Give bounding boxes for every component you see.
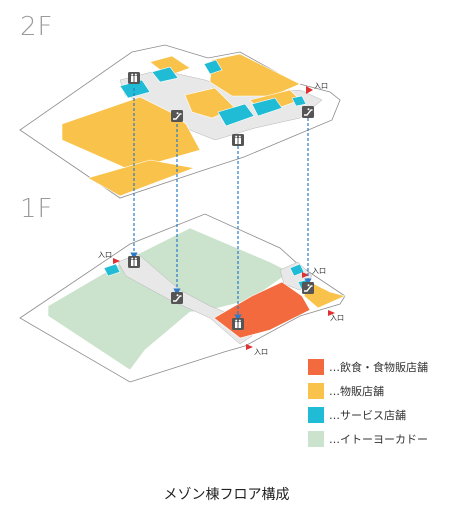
escalator-icon xyxy=(171,292,183,304)
store-retail-2f-west xyxy=(61,96,201,171)
entrance-1f-northeast: 入口 xyxy=(302,267,326,278)
floor-map: 入口 入口 入口 入口 入口 xyxy=(19,44,346,383)
legend-item-retail: …物販店舗 xyxy=(308,380,428,402)
entrance-label-1f-south: 入口 xyxy=(254,348,268,356)
store-retail-2f-southwest xyxy=(87,159,196,197)
floor-label-2f: 2F xyxy=(20,12,54,42)
entrance-2f: 入口 xyxy=(306,82,328,94)
elevator-icon xyxy=(232,134,244,146)
store-service-2f-b xyxy=(151,66,179,83)
store-service-2f-e xyxy=(251,97,283,117)
legend-label-service: …サービス店舗 xyxy=(329,409,406,422)
store-service-2f-f xyxy=(291,95,307,107)
entrance-label-1f-northeast: 入口 xyxy=(312,267,326,275)
legend-label-itoyokado: …イトーヨーカドー xyxy=(329,433,428,446)
escalator-icon xyxy=(302,106,314,118)
entrance-label-1f-east: 入口 xyxy=(330,314,344,322)
legend-swatch-food xyxy=(308,359,324,375)
legend-item-itoyokado: …イトーヨーカドー xyxy=(308,428,428,450)
entrance-label-2f: 入口 xyxy=(314,82,328,90)
escalator-icon xyxy=(302,282,314,294)
store-retail-2f-northeast xyxy=(209,53,301,97)
map-caption: メゾン棟フロア構成 xyxy=(163,487,290,503)
store-service-2f-d xyxy=(217,103,255,127)
entrance-1f-east: 入口 xyxy=(328,310,344,322)
legend-swatch-retail xyxy=(308,383,324,399)
floor-label-1f: 1F xyxy=(20,194,54,224)
elevator-icon xyxy=(128,256,140,268)
store-service-2f-c xyxy=(203,59,223,75)
entrance-1f-south: 入口 xyxy=(246,344,268,356)
elevator-icon xyxy=(232,318,244,330)
legend-label-food: …飲食・食物販店舗 xyxy=(329,361,428,374)
store-service-1f-a xyxy=(103,263,121,277)
entrance-1f-west: 入口 xyxy=(98,251,120,264)
entrance-label-1f-west: 入口 xyxy=(98,251,112,259)
elevator-icon xyxy=(128,72,140,84)
legend-swatch-itoyokado xyxy=(308,431,324,447)
escalator-icon xyxy=(171,110,183,122)
legend-item-service: …サービス店舗 xyxy=(308,404,428,426)
store-service-1f-b xyxy=(289,263,305,277)
legend-label-retail: …物販店舗 xyxy=(329,385,384,398)
legend: …飲食・食物販店舗 …物販店舗 …サービス店舗 …イトーヨーカドー xyxy=(308,356,428,452)
legend-swatch-service xyxy=(308,407,324,423)
vertical-connectors xyxy=(130,88,312,322)
legend-item-food: …飲食・食物販店舗 xyxy=(308,356,428,378)
